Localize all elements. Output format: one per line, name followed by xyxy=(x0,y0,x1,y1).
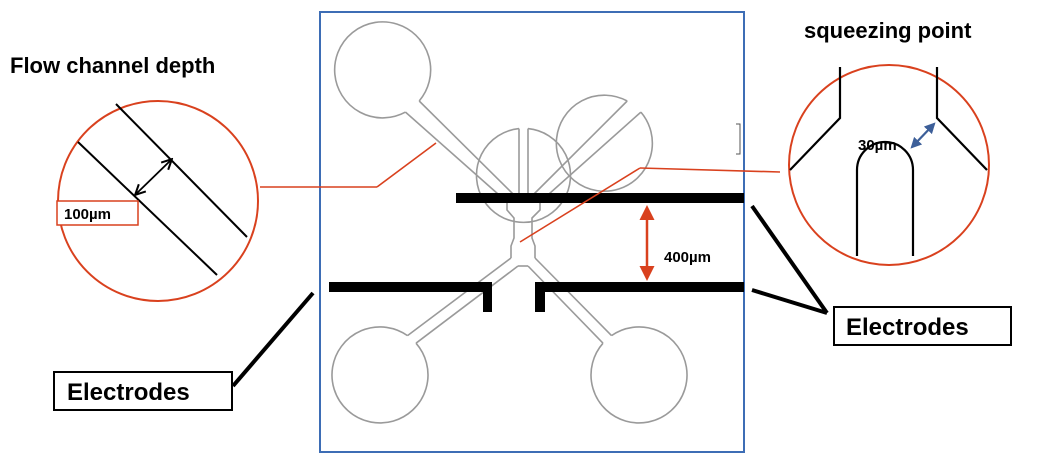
flow-channel-depth-heading: Flow channel depth xyxy=(10,53,215,78)
edge-mark xyxy=(736,123,741,155)
electrodes-right-label-box xyxy=(833,306,1012,346)
depth-arrow xyxy=(136,160,171,194)
channel-top-right-wall xyxy=(539,111,642,203)
reservoir-top-left xyxy=(333,21,432,119)
electrodes-right-pointer-top xyxy=(750,204,829,315)
depth-label-box xyxy=(56,200,139,226)
channel-top-left-wall xyxy=(418,100,515,196)
reservoir-bottom-left xyxy=(331,326,429,424)
electrodes-right-pointer-bottom xyxy=(751,288,828,315)
squeeze-wall-right xyxy=(935,67,988,171)
channel-top-right xyxy=(532,100,628,196)
constriction xyxy=(506,202,541,258)
electrodes-left-label-box xyxy=(53,371,233,411)
channel-layout xyxy=(331,21,688,424)
channel-bottom-left xyxy=(407,257,512,337)
channel-bottom-right-wall xyxy=(527,265,604,344)
depth-callout-line-diag xyxy=(376,142,437,188)
squeeze-wall-left xyxy=(789,67,842,171)
chip-border xyxy=(319,11,745,453)
electrode-bottom-right xyxy=(535,282,744,312)
depth-channel-wall-left xyxy=(77,141,218,276)
electrode-top xyxy=(456,193,744,203)
squeeze-arrow xyxy=(910,122,936,149)
electrode-bottom-left xyxy=(329,282,492,312)
squeeze-magnifier: 30µm xyxy=(519,64,990,266)
electrodes-left-pointer xyxy=(231,291,315,388)
reservoir-bottom-right xyxy=(590,326,688,424)
channel-bottom-left-wall xyxy=(415,265,519,344)
squeeze-center-channel xyxy=(855,140,915,256)
reservoir-top-center xyxy=(475,127,572,224)
depth-label: 100µm xyxy=(64,206,111,223)
gap-label: 400µm xyxy=(664,249,711,266)
electrodes-left-label: Electrodes xyxy=(67,379,190,406)
squeezing-point-heading: squeezing point xyxy=(804,18,972,43)
depth-magnifier: 100µm xyxy=(56,100,437,302)
squeeze-magnifier-circle xyxy=(788,64,990,266)
squeeze-label: 30µm xyxy=(858,137,897,154)
squeeze-callout-line xyxy=(519,167,641,243)
electrodes-right-label: Electrodes xyxy=(846,314,969,341)
depth-channel-wall-right xyxy=(115,103,248,238)
channel-top-left xyxy=(404,111,508,203)
reservoir-top-right xyxy=(555,94,654,192)
channel-bottom-right xyxy=(534,257,613,337)
squeeze-callout-line-horiz xyxy=(639,167,781,173)
